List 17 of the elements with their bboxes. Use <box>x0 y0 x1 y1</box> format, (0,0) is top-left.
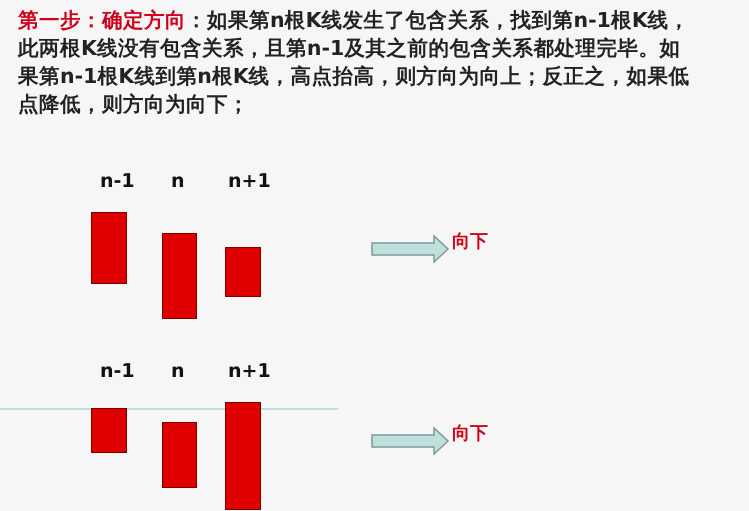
bar-label: n+1 <box>228 170 271 192</box>
instruction-paragraph: 第一步：确定方向：如果第n根K线发生了包含关系，找到第n-1根K线，此两根K线没有包含关系，且第n-1及其之前的包含关系都处理完毕。如果第n-1根K线到第n根K线，高点抬高，则方向为向上；反正之，如果低点降低，则方向为向下； <box>18 7 691 118</box>
bar-label: n+1 <box>228 360 271 382</box>
candle-bar <box>162 233 197 319</box>
block-arrow <box>371 426 450 456</box>
candle-bar <box>91 212 127 284</box>
bar-label: n-1 <box>100 360 135 382</box>
bar-label: n <box>171 170 185 192</box>
block-arrow <box>371 234 450 264</box>
candle-bar <box>225 247 261 297</box>
direction-label: 向下 <box>452 229 488 253</box>
candle-bar <box>225 402 261 510</box>
candle-bar <box>162 422 197 488</box>
bar-label: n <box>171 360 185 382</box>
direction-label: 向下 <box>452 421 488 445</box>
bar-label: n-1 <box>100 170 135 192</box>
candle-bar <box>91 408 127 453</box>
